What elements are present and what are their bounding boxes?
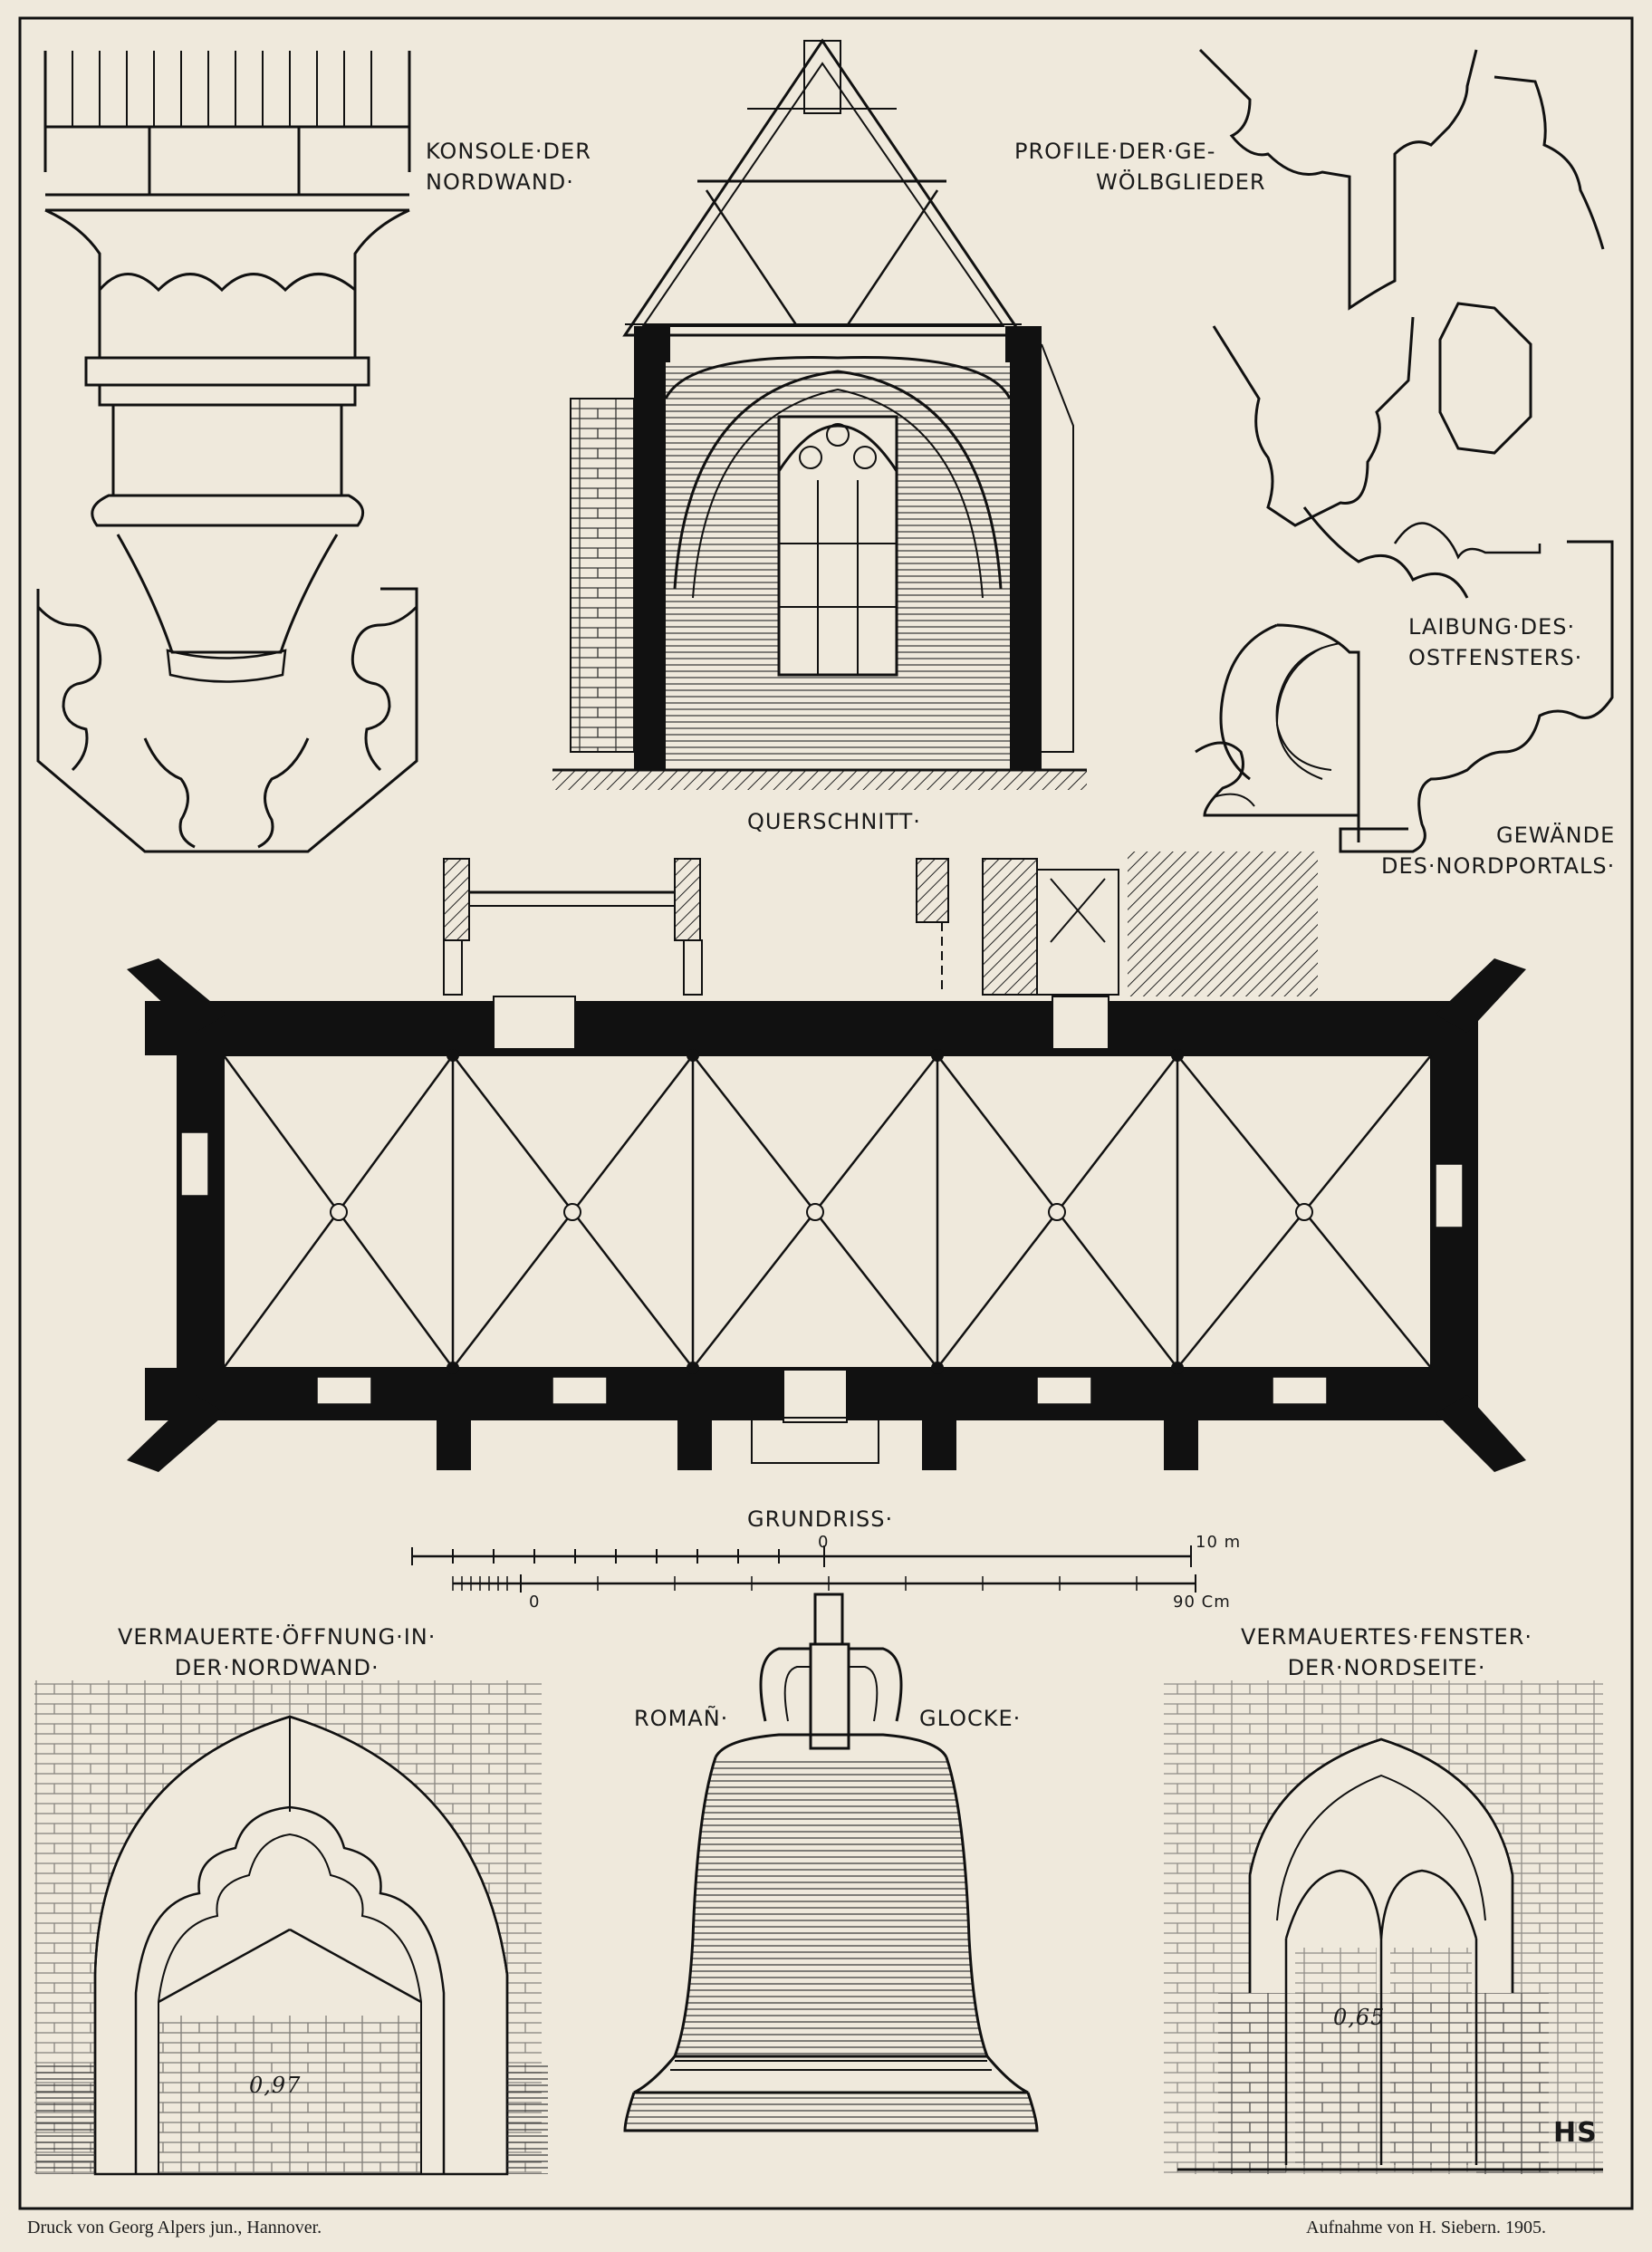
grundriss-label: GRUNDRISS· bbox=[747, 1506, 894, 1532]
fenster-label-line1: VERMAUERTES·FENSTER· bbox=[1241, 1624, 1533, 1650]
laibung-label: LAIBUNG·DES· OSTFENSTERS· bbox=[1408, 611, 1582, 673]
konsole-label: KONSOLE·DER NORDWAND· bbox=[426, 136, 591, 197]
scale-bottom-end: 90 Cm bbox=[1173, 1593, 1231, 1612]
querschnitt-drawing bbox=[552, 38, 1087, 790]
glocke-label-left: ROMAÑ· bbox=[634, 1706, 729, 1731]
konsole-label-line2: NORDWAND· bbox=[426, 169, 574, 195]
konsole-label-line1: KONSOLE·DER bbox=[426, 139, 591, 164]
scale-top-end: 10 m bbox=[1196, 1533, 1242, 1552]
querschnitt-label: QUERSCHNITT· bbox=[747, 809, 921, 834]
fenster-label: VERMAUERTES·FENSTER· DER·NORDSEITE· bbox=[1241, 1622, 1532, 1683]
fenster-label-line2: DER·NORDSEITE· bbox=[1287, 1655, 1486, 1680]
laibung-label-line2: OSTFENSTERS· bbox=[1408, 645, 1583, 670]
monogram: HS bbox=[1553, 2117, 1598, 2149]
scale-bottom-zero: 0 bbox=[529, 1593, 541, 1612]
scale-bars bbox=[411, 1545, 1196, 1593]
oeffnung-label-line1: VERMAUERTE·ÖFFNUNG·IN· bbox=[118, 1624, 437, 1650]
konsole-drawing bbox=[36, 51, 418, 853]
profile-label: PROFILE·DER·GE- WÖLBGLIEDER bbox=[1014, 136, 1266, 197]
glocke-drawing bbox=[623, 1593, 1039, 2132]
oeffnung-label: VERMAUERTE·ÖFFNUNG·IN· DER·NORDWAND· bbox=[118, 1622, 436, 1683]
window-width-dimension: 0,65 bbox=[1333, 2005, 1386, 2030]
profile-label-line1: PROFILE·DER·GE- bbox=[1014, 139, 1216, 164]
profile-label-line2: WÖLBGLIEDER bbox=[1096, 169, 1266, 195]
profile-drawings bbox=[1195, 48, 1614, 853]
oeffnung-drawing bbox=[34, 1680, 548, 2176]
fenster-drawing bbox=[1164, 1680, 1603, 2174]
footer-printer: Druck von Georg Alpers jun., Hannover. bbox=[27, 2218, 322, 2238]
laibung-label-line1: LAIBUNG·DES· bbox=[1408, 614, 1576, 640]
sheet-border bbox=[18, 16, 1634, 2210]
opening-width-dimension: 0,97 bbox=[249, 2073, 302, 2098]
glocke-label-right: GLOCKE· bbox=[919, 1706, 1022, 1731]
gewaende-label-line2: DES·NORDPORTALS· bbox=[1381, 853, 1616, 879]
footer-credit: Aufnahme von H. Siebern. 1905. bbox=[1306, 2218, 1546, 2238]
gewaende-label-line1: GEWÄNDE bbox=[1496, 823, 1616, 848]
gewaende-label: GEWÄNDE DES·NORDPORTALS· bbox=[1381, 820, 1615, 881]
scale-top-zero: 0 bbox=[818, 1533, 830, 1552]
grundriss-drawing bbox=[127, 852, 1526, 1472]
oeffnung-label-line2: DER·NORDWAND· bbox=[174, 1655, 379, 1680]
